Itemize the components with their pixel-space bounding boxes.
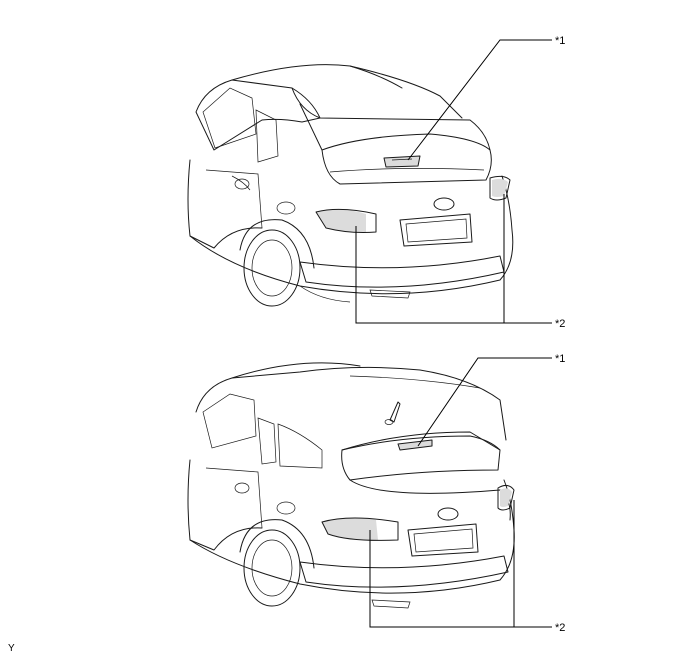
callout-high-mount-stop-light-top: *1 bbox=[555, 35, 565, 47]
callout-rear-combination-light-top: *2 bbox=[555, 318, 565, 330]
callout-high-mount-stop-light-bottom: *1 bbox=[555, 353, 565, 365]
callout-rear-combination-light-bottom: *2 bbox=[555, 622, 565, 634]
leader-lines bbox=[355, 39, 552, 628]
figure-code: Y bbox=[8, 643, 15, 654]
wagon-vehicle-illustration bbox=[187, 362, 515, 609]
sedan-vehicle-illustration bbox=[187, 64, 514, 307]
